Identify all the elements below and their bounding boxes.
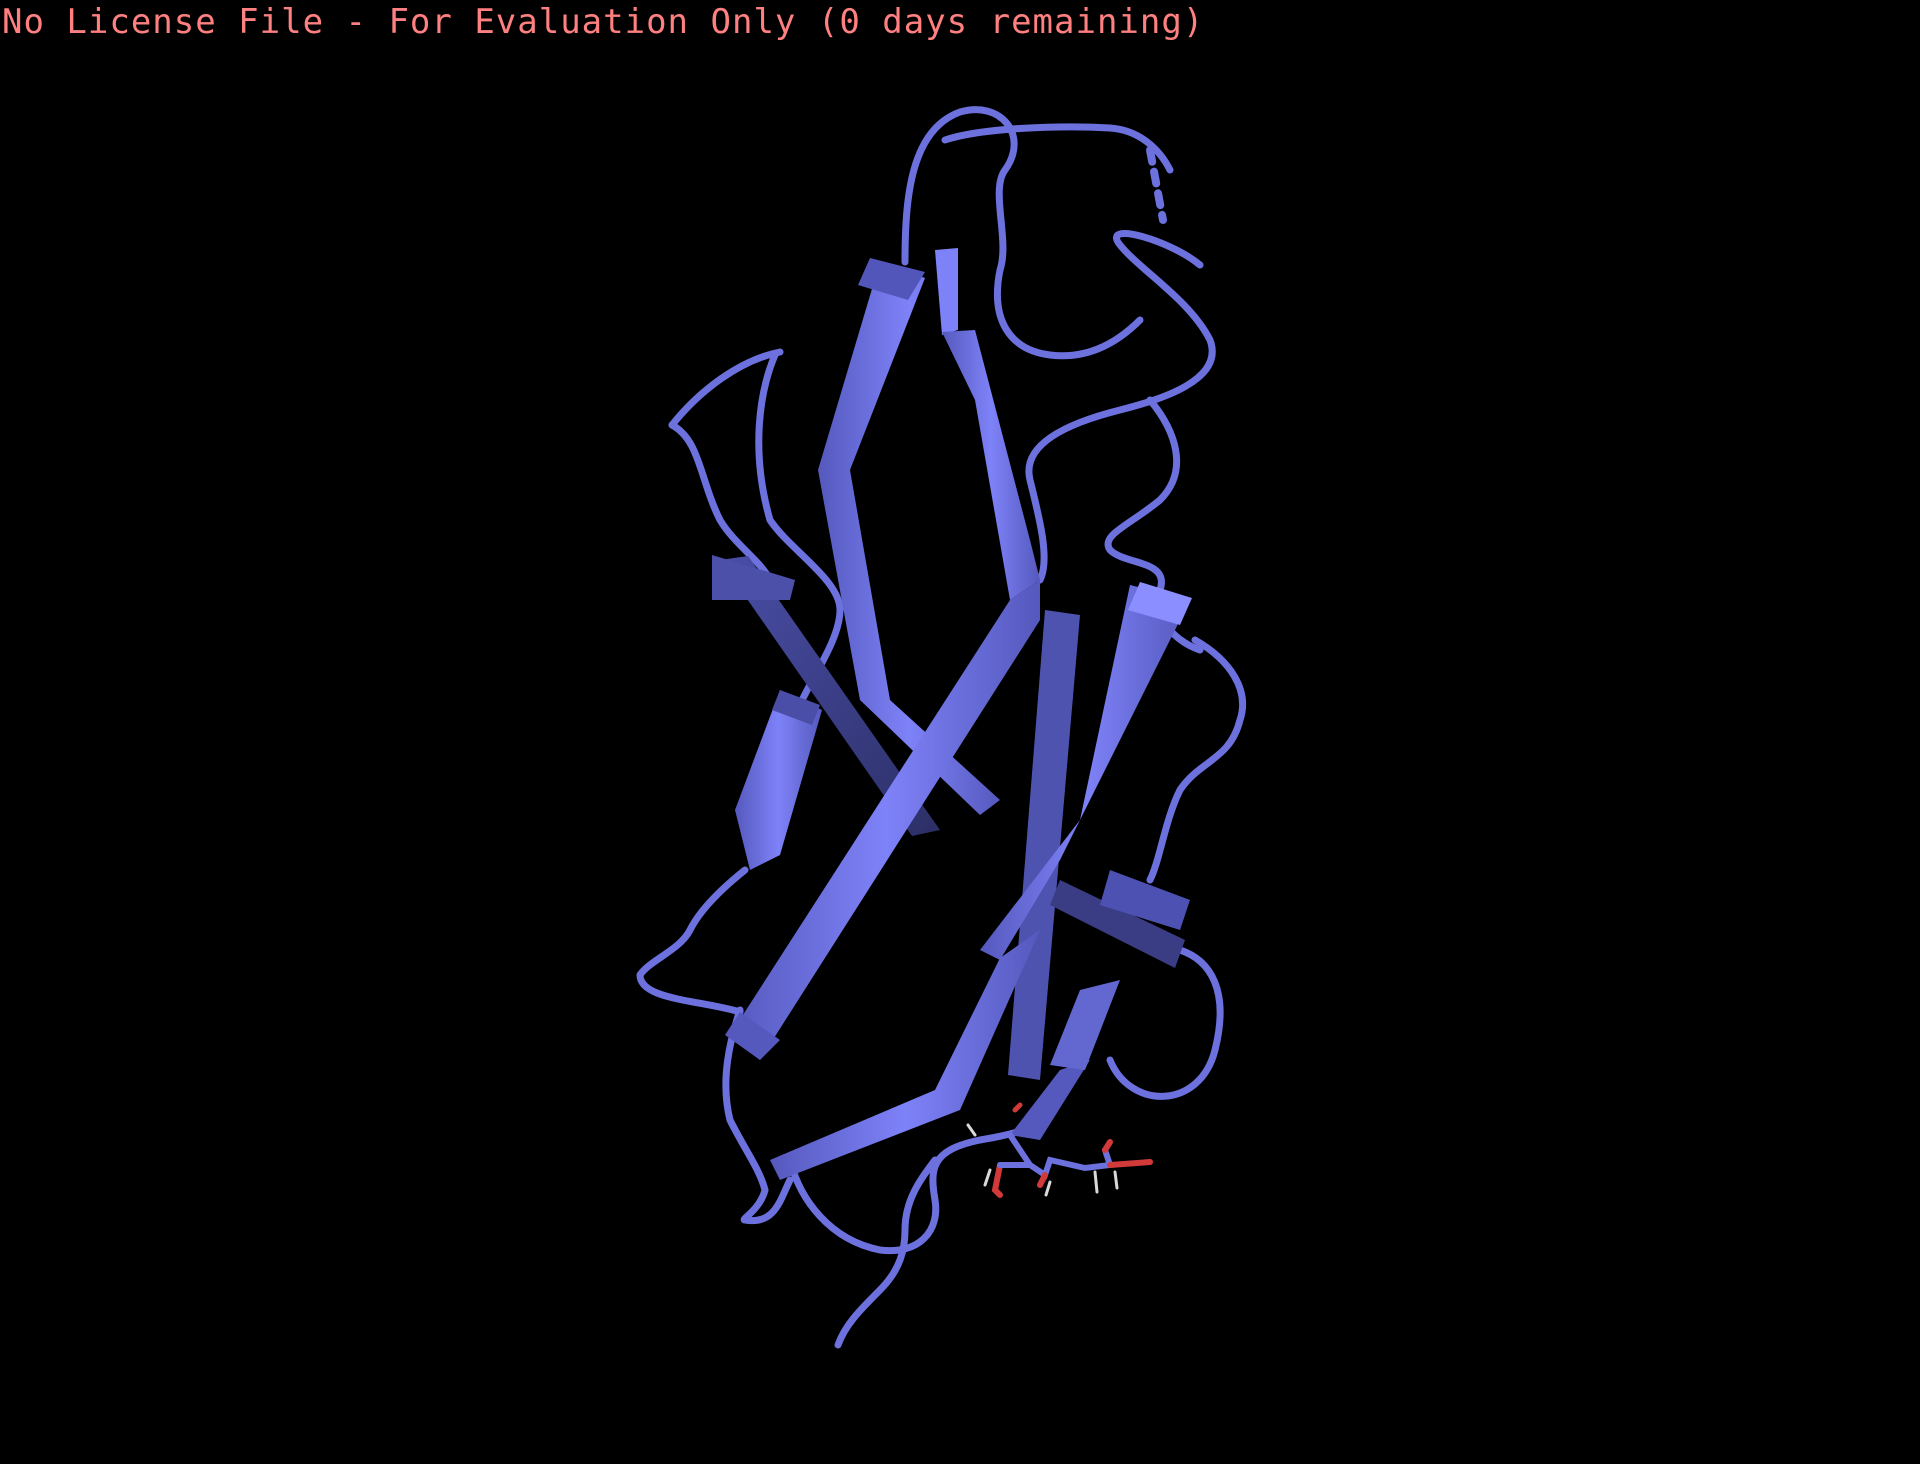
loop-bottom-center bbox=[786, 1116, 1044, 1255]
ligand-sticks bbox=[966, 1102, 1153, 1198]
loop-top-right bbox=[941, 123, 1174, 174]
loop-left-side bbox=[668, 421, 774, 584]
missing-residues-dash bbox=[1146, 146, 1167, 224]
license-warning-text: No License File - For Evaluation Only (0… bbox=[2, 2, 1205, 42]
loop-bottom-left bbox=[722, 1006, 794, 1225]
loop-right-lower bbox=[1146, 636, 1247, 884]
beta-strands-back bbox=[712, 555, 1190, 1080]
loop-right-upper bbox=[1025, 230, 1216, 584]
loop-left-upper bbox=[755, 351, 844, 709]
beta-strands-front bbox=[725, 580, 1192, 1180]
beta-strands-mid bbox=[735, 248, 1040, 870]
loop-bottom-tail bbox=[834, 1156, 939, 1349]
loop-coils bbox=[636, 106, 1247, 1349]
loop-right-bottom bbox=[1106, 946, 1224, 1100]
loop-left-lower bbox=[636, 866, 749, 1016]
loop-left-top bbox=[668, 348, 784, 429]
loop-top-arc bbox=[901, 106, 1144, 360]
